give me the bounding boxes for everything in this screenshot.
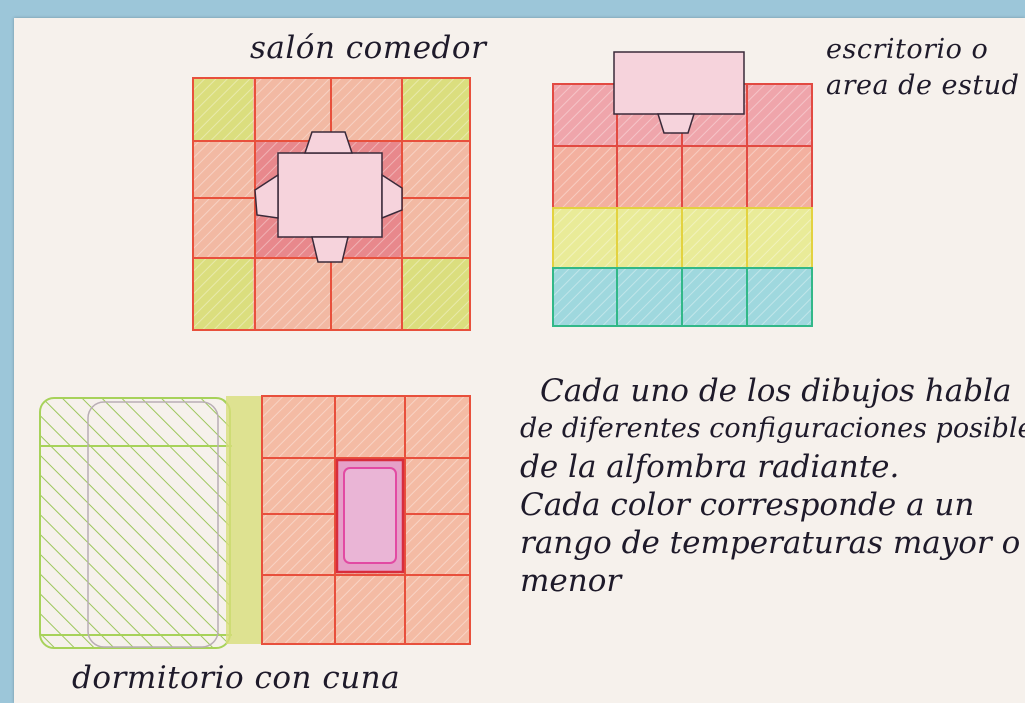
description-line: de la alfombra radiante. [520, 449, 900, 485]
description-line: de diferentes configuraciones posibles [520, 413, 1025, 444]
living-dining-label: salón comedor [250, 30, 487, 66]
description-line: Cada color corresponde a un [520, 487, 975, 523]
study-desk-with-chair [613, 51, 745, 134]
crib-outline [87, 401, 219, 648]
bedroom-sketch [39, 395, 471, 649]
bedroom-label: dormitorio con cuna [72, 660, 401, 696]
study-label-line2: area de estud [826, 70, 1020, 101]
study-area-sketch [552, 51, 813, 327]
description-line: menor [520, 563, 622, 599]
study-label-line1: escritorio o [826, 34, 989, 65]
description-line: rango de temperaturas mayor o [520, 525, 1021, 561]
dining-table-with-chairs [254, 131, 403, 263]
crib-green-zone [39, 397, 231, 649]
living-dining-sketch [192, 77, 471, 331]
bedroom-transition-strip [226, 396, 262, 644]
description-text: Cada uno de los dibujos habla de diferen… [520, 372, 1025, 600]
description-line: Cada uno de los dibujos habla [540, 373, 1012, 409]
